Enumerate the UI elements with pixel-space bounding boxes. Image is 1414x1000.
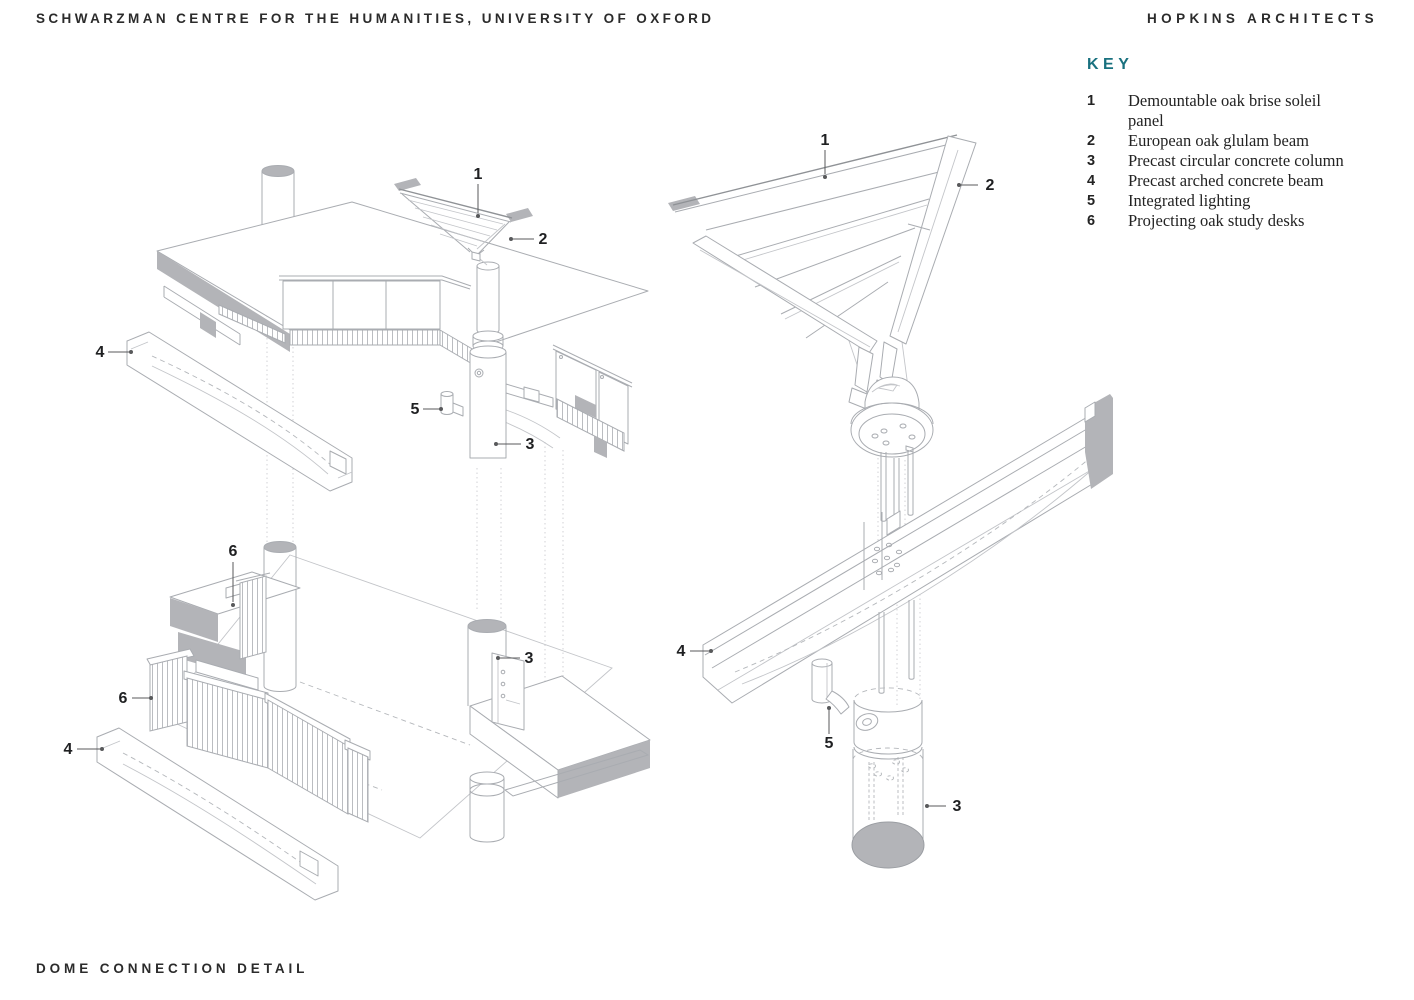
callout-5: 5: [825, 706, 834, 752]
concrete-column-lower: [467, 619, 651, 843]
steel-dowels-lower: [878, 600, 915, 694]
callout-3-lower: 3: [496, 650, 534, 667]
key-item-number: 3: [1087, 153, 1096, 169]
key-item-label: Projecting oak study desks: [1128, 211, 1305, 230]
callout-number: 2: [539, 231, 548, 248]
callout-number: 4: [677, 643, 686, 660]
key-item-number: 6: [1087, 213, 1096, 229]
key-legend: KEY 1 Demountable oak brise soleil panel…: [1087, 56, 1387, 231]
glazed-panel-assembly-right: [499, 344, 633, 458]
key-item: 3 Precast circular concrete column: [1087, 151, 1387, 171]
callout-number: 4: [96, 344, 105, 361]
key-item-number: 5: [1087, 193, 1096, 209]
callout-number: 1: [474, 166, 483, 183]
callout-2: 2: [509, 231, 548, 248]
study-desk-row: [146, 648, 371, 823]
key-item: 2 European oak glulam beam: [1087, 131, 1387, 151]
callout-4-lower: 4: [64, 741, 104, 758]
callout-3: 3: [925, 798, 962, 815]
right-exploded-axonometric: 1 2 4 5 3: [668, 132, 1113, 869]
lighting-unit: [811, 658, 850, 715]
arched-beam-lower: [96, 727, 339, 901]
callout-number: 3: [526, 436, 535, 453]
lighting-unit-small: [440, 391, 464, 417]
key-item: 5 Integrated lighting: [1087, 191, 1387, 211]
brise-soleil-panel-small: [394, 178, 533, 262]
callout-2: 2: [957, 177, 995, 194]
callout-number: 6: [229, 543, 238, 560]
callout-number: 3: [953, 798, 962, 815]
key-item-number: 1: [1087, 93, 1096, 109]
callout-number: 5: [825, 735, 834, 752]
key-item: 6 Projecting oak study desks: [1087, 211, 1387, 231]
key-item-number: 2: [1087, 133, 1096, 149]
callout-6-upper: 6: [229, 543, 238, 607]
brise-soleil-panel: [668, 134, 959, 339]
key-item: 1 Demountable oak brise soleil panel: [1087, 91, 1387, 131]
key-item-label: Precast arched concrete beam: [1128, 171, 1324, 190]
firm-name: HOPKINS ARCHITECTS: [1147, 11, 1378, 26]
key-item-label: Integrated lighting: [1128, 191, 1251, 210]
callout-number: 1: [821, 132, 830, 149]
project-title: SCHWARZMAN CENTRE FOR THE HUMANITIES, UN…: [36, 11, 715, 26]
key-item-number: 4: [1087, 173, 1096, 189]
concrete-column: [851, 687, 925, 869]
key-item-label: Precast circular concrete column: [1128, 151, 1344, 170]
callout-number: 4: [64, 741, 73, 758]
arched-concrete-beam: [702, 394, 1113, 704]
callout-3-upper: 3: [494, 436, 535, 453]
study-desk-unit: [169, 571, 301, 691]
balustrade: [279, 275, 475, 366]
arched-beam-upper: [126, 331, 353, 492]
drawing-title: DOME CONNECTION DETAIL: [36, 961, 309, 976]
callout-1: 1: [821, 132, 830, 179]
callout-number: 3: [525, 650, 534, 667]
connection-node: [850, 376, 934, 458]
callout-4: 4: [677, 643, 713, 660]
callout-number: 6: [119, 690, 128, 707]
right-callouts: 1 2 4 5 3: [677, 132, 995, 815]
left-exploded-axonometric: 1 2 4 5 3: [64, 165, 651, 901]
callout-4: 4: [96, 344, 133, 361]
left-callouts: 1 2 4 5 3: [64, 166, 548, 758]
lower-column-left: [263, 541, 297, 692]
glulam-beams: [692, 135, 977, 411]
callout-1: 1: [474, 166, 483, 218]
callout-5: 5: [411, 401, 443, 418]
concrete-column-upper: [469, 258, 507, 459]
key-item: 4 Precast arched concrete beam: [1087, 171, 1387, 191]
key-item-label: European oak glulam beam: [1128, 131, 1309, 150]
key-title: KEY: [1087, 56, 1134, 73]
callout-6-lower: 6: [119, 690, 153, 707]
callout-number: 5: [411, 401, 420, 418]
callout-number: 2: [986, 177, 995, 194]
key-item-label: Demountable oak brise soleil panel: [1128, 91, 1321, 130]
